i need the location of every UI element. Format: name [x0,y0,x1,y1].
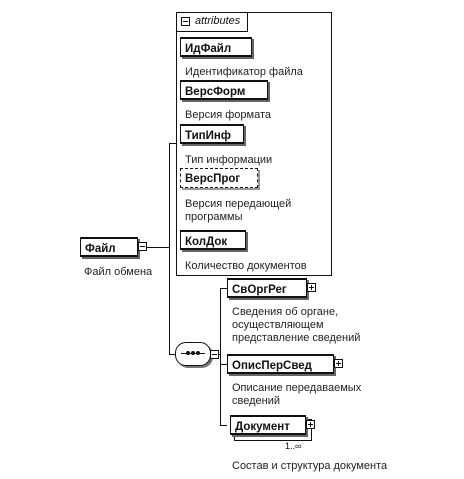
attribute-description: Тип информации [185,154,273,166]
attribute-name: КолДок [185,236,228,248]
element-name: ОписПерСвед [232,360,312,372]
attributes-header-label: attributes [195,15,241,27]
attribute-description: Версия передающей программы [185,198,292,223]
element-description: Состав и структура документа [232,460,388,472]
element-box-svorgreg[interactable]: СвОргРег [227,278,307,298]
element-box-opispersved[interactable]: ОписПерСвед [227,354,334,374]
attribute-name: ВерсФорм [185,86,246,98]
connector-sequence-vertical [220,288,221,425]
attribute-description: Идентификатор файла [185,66,303,78]
attribute-name: ВерсПрог [185,173,241,185]
dokument-expand-icon[interactable] [306,420,315,429]
attributes-header[interactable]: attributes [176,12,248,32]
element-name: Документ [235,421,290,433]
connector-root-to-branch [147,247,169,248]
connector-to-dokument [220,425,227,426]
connector-to-attributes [169,143,177,144]
attribute-box-versprog-optional[interactable]: ВерсПрог [180,168,258,188]
root-element-box[interactable]: Файл [80,237,138,257]
connector-to-opispersved [220,364,227,365]
connector-to-svorgreg [220,288,227,289]
attribute-description: Версия формата [185,109,271,121]
root-collapse-icon[interactable] [138,242,147,251]
attributes-collapse-icon[interactable] [181,17,190,26]
attribute-box-idfail[interactable]: ИдФайл [180,37,252,57]
element-box-dokument[interactable]: Документ [230,415,306,435]
sequence-collapse-icon[interactable] [210,350,219,359]
attribute-description: Количество документов [185,260,307,272]
element-description: Сведения об органе, осуществляющем предс… [232,306,361,344]
attribute-name: ИдФайл [185,43,232,55]
sequence-compositor-icon[interactable] [175,342,211,366]
root-description: Файл обмена [84,266,153,278]
attribute-name: ТипИнф [185,130,231,142]
connector-branch-vertical [169,143,170,355]
connector-to-sequence [169,354,176,355]
opispersved-expand-icon[interactable] [334,359,343,368]
attribute-box-koldok[interactable]: КолДок [180,230,246,250]
element-description: Описание передаваемых сведений [232,382,362,407]
root-element-label: Файл [85,243,116,255]
attribute-box-versform[interactable]: ВерсФорм [180,80,268,100]
attribute-box-tipinf[interactable]: ТипИнф [180,124,244,144]
svorgreg-expand-icon[interactable] [307,283,316,292]
element-name: СвОргРег [232,284,287,296]
dokument-cardinality: 1..∞ [285,441,302,451]
